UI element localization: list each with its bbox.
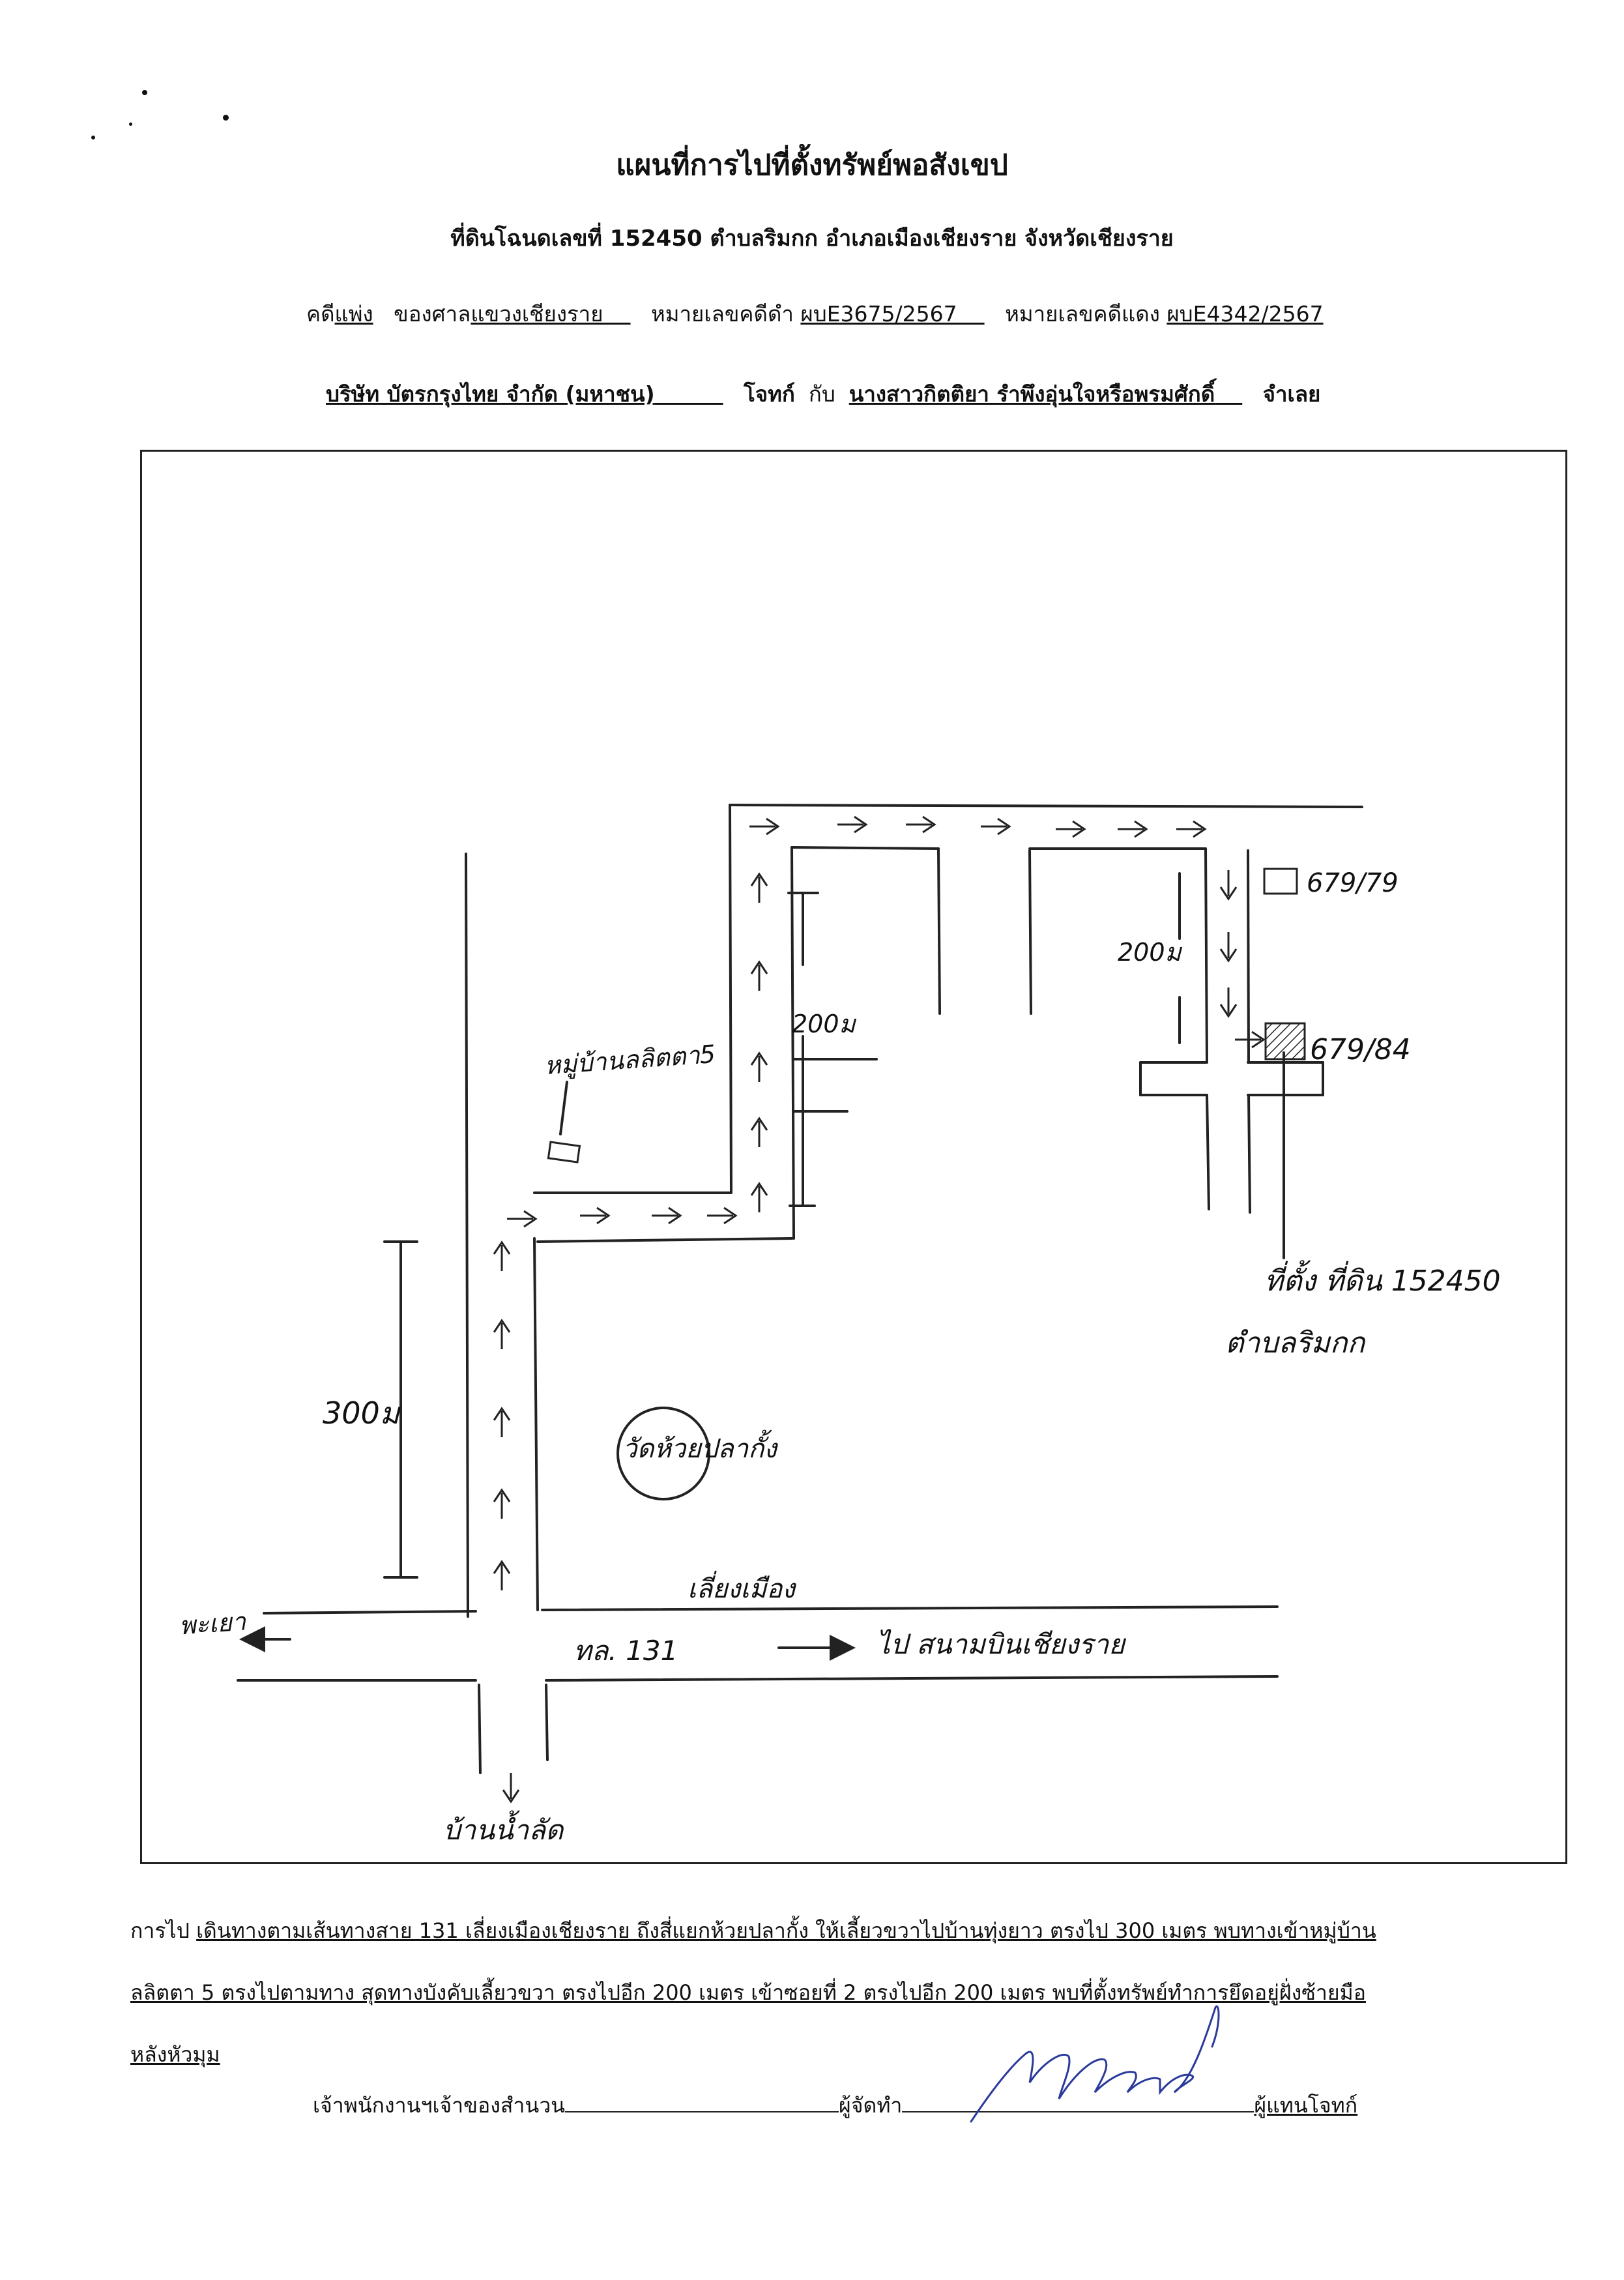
- label-distance-200-right: 200ม: [1118, 938, 1182, 967]
- highway-131-bottom-edge-right: [545, 1675, 1279, 1682]
- temple-circle: [616, 1407, 710, 1500]
- highway-131-top-edge: [263, 1610, 477, 1615]
- route-arrow-right: [1056, 820, 1086, 838]
- route-arrow-right: [1118, 820, 1148, 838]
- road-south-left: [478, 1684, 482, 1774]
- road-south-right: [545, 1684, 549, 1761]
- route-arrow-down: [1219, 987, 1238, 1018]
- route-arrow-right: [1235, 1030, 1266, 1049]
- label-house-679-84: 679/84: [1310, 1033, 1411, 1066]
- route-arrows: [493, 815, 1266, 1804]
- map-frame: [140, 450, 1567, 1864]
- route-arrow-right: [906, 815, 936, 834]
- directions-line-2: ลลิตตา 5 ตรงไปตามทาง สุดทางบังคับเลี้ยวข…: [130, 1980, 1366, 2005]
- side-street-1-left: [937, 847, 941, 1015]
- label-house-679-79: 679/79: [1307, 868, 1399, 898]
- parties-line: บริษัท บัตรกรุงไทย จำกัด (มหาชน) โจทก์ ก…: [326, 377, 1320, 411]
- plaintiff-label: โจทก์: [744, 381, 795, 407]
- route-arrow-right: [580, 1206, 611, 1225]
- signature-row: เจ้าพนักงานฯเจ้าของสำนวน ผู้จัดทำ ผู้แทนโจ…: [313, 2089, 1357, 2122]
- house-679-84-target: [1264, 1022, 1306, 1060]
- soi-2-right-edge: [1247, 849, 1250, 1064]
- representative-label: ผู้แทนโจทก์: [1254, 2093, 1358, 2118]
- label-ban-nam-lat: บ้านน้ำลัด: [443, 1814, 564, 1846]
- label-temple: วัดห้วยปลากั้ง: [622, 1434, 777, 1464]
- route-arrow-down: [1219, 870, 1238, 901]
- route-arrow-right: [981, 817, 1011, 836]
- road-ban-thung-yao-right-edge: [533, 1237, 539, 1611]
- black-case-number: ผบE3675/2567: [800, 301, 957, 327]
- document-title: แผนที่การไปที่ตั้งทรัพย์พอสังเขป: [616, 149, 1008, 182]
- directions-paragraph: การไป เดินทางตามเส้นทางสาย 131 เลี่ยงเมื…: [130, 1900, 1590, 2086]
- label-highway-131: ทล. 131: [573, 1635, 678, 1667]
- label-location-line-2: ตำบลริมกก: [1225, 1326, 1365, 1360]
- dist-300-marker: [383, 1240, 418, 1579]
- top-road-bottom-edge: [790, 846, 940, 850]
- highway-131-top-edge-right: [541, 1605, 1279, 1611]
- route-arrow-up: [750, 960, 768, 991]
- route-arrow-right: [507, 1210, 538, 1228]
- document-subtitle: ที่ดินโฉนดเลขที่ 152450 ตำบลริมกก อำเภอเ…: [450, 226, 1174, 252]
- court-label: ของศาล: [394, 301, 471, 327]
- versus-label: กับ: [808, 381, 835, 407]
- case-type-label: คดี: [306, 301, 335, 327]
- soi-2-left-edge: [1204, 847, 1208, 1064]
- defendant-name: นางสาวกิตติยา รำพึงอุ่นใจหรือพรมศักดิ์: [848, 381, 1215, 407]
- signature-scribble: [970, 2005, 1220, 2123]
- route-arrow-up: [493, 1560, 511, 1590]
- route-arrow-right: [749, 817, 780, 836]
- top-road-top-edge: [729, 804, 1363, 808]
- route-arrow-right: [837, 815, 868, 834]
- directions-line-1: การไป เดินทางตามเส้นทางสาย 131 เลี่ยงเมื…: [130, 1900, 1590, 1962]
- route-arrow-up: [493, 1240, 511, 1271]
- label-to-phayao: พะเยา: [178, 1607, 247, 1641]
- red-case-number: ผบE4342/2567: [1167, 301, 1324, 327]
- route-arrow-up: [493, 1407, 511, 1437]
- house-679-79: [1263, 868, 1298, 895]
- court-name: แขวงเชียงราย: [471, 301, 603, 327]
- route-arrow-up: [750, 1051, 768, 1082]
- black-case-label: หมายเลขคดีดำ: [651, 301, 794, 327]
- route-arrow-right: [652, 1206, 682, 1225]
- case-info-line: คดีแพ่ง ของศาลแขวงเชียงราย หมายเลขคดีดำ …: [306, 297, 1324, 331]
- village-road-bottom: [536, 1237, 793, 1243]
- label-to-airport: ไป สนามบินเชียงราย: [877, 1628, 1125, 1660]
- case-type: แพ่ง: [334, 301, 373, 327]
- defendant-label: จำเลย: [1262, 381, 1321, 407]
- route-arrow-right: [1176, 820, 1207, 838]
- route-arrow-up: [750, 872, 768, 903]
- village-sign-pointer: [559, 1081, 568, 1135]
- label-distance-200-left: 200ม: [792, 1010, 856, 1038]
- road-ban-thung-yao-left-edge: [465, 853, 469, 1618]
- label-location-line-1: ที่ตั้ง ที่ดิน 152450: [1264, 1264, 1501, 1298]
- plaintiff-name: บริษัท บัตรกรุงไทย จำกัด (มหาชน): [326, 381, 655, 407]
- route-arrow-up: [493, 1319, 511, 1349]
- directions-text-1: เดินทางตามเส้นทางสาย 131 เลี่ยงเมืองเชีย…: [196, 1918, 1376, 1943]
- label-bypass: เลี่ยงเมือง: [688, 1574, 795, 1604]
- side-street-1-right: [1028, 849, 1032, 1015]
- route-arrow-up: [750, 1182, 768, 1212]
- village-road-right-edge: [790, 846, 795, 1240]
- village-sign: [547, 1141, 581, 1163]
- soi-south-right: [1247, 1094, 1251, 1214]
- officer-label: เจ้าพนักงานฯเจ้าของสำนวน: [313, 2093, 566, 2118]
- route-arrow-down: [502, 1773, 520, 1804]
- route-arrow-down: [1219, 932, 1238, 963]
- route-arrow-up: [493, 1488, 511, 1519]
- route-arrow-up: [750, 1117, 768, 1147]
- soi-south-left: [1206, 1094, 1210, 1210]
- village-road-left-edge: [729, 804, 732, 1194]
- dist-200-left-marker: [787, 892, 819, 1207]
- label-distance-300: 300ม: [323, 1396, 400, 1431]
- directions-label: การไป: [130, 1918, 190, 1943]
- route-arrow-right: [707, 1206, 738, 1225]
- red-case-label: หมายเลขคดีแดง: [1005, 301, 1160, 327]
- directions-line-3: หลังหัวมุม: [130, 2042, 220, 2067]
- prepared-by-label: ผู้จัดทำ: [839, 2093, 903, 2118]
